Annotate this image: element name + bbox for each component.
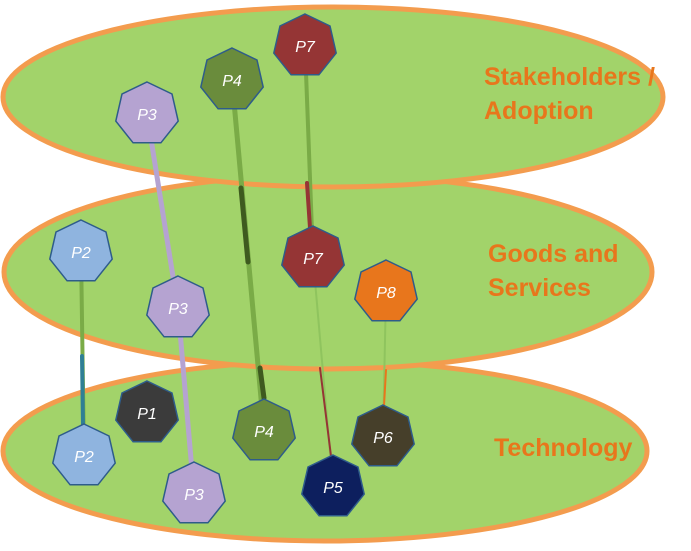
node-label: P2 — [74, 449, 94, 466]
node-p3-middle: P3 — [145, 275, 211, 338]
node-label: P7 — [295, 39, 316, 56]
layer-label-goods-services-line2: Services — [488, 274, 591, 302]
node-p8-middle: P8 — [353, 259, 419, 322]
node-p7-top: P7 — [272, 13, 338, 76]
node-p5-bottom: P5 — [300, 454, 366, 517]
node-label: P2 — [71, 245, 91, 262]
node-shape — [272, 13, 338, 76]
node-p4-bottom: P4 — [231, 398, 297, 461]
layer-label-stakeholders: Stakeholders / Adoption — [484, 60, 655, 128]
node-p4-top: P4 — [199, 47, 265, 110]
node-shape — [114, 380, 180, 443]
node-label: P3 — [168, 301, 188, 318]
node-label: P5 — [323, 480, 343, 497]
node-shape — [300, 454, 366, 517]
link-p8-bottom-overlap-accent — [383, 369, 387, 407]
node-shape — [48, 219, 114, 282]
layer-ellipse-stakeholders — [0, 4, 666, 190]
node-p1-bottom: P1 — [114, 380, 180, 443]
node-shape — [161, 461, 227, 524]
layer-label-goods-services-line1: Goods and — [488, 240, 619, 268]
node-label: P3 — [137, 107, 157, 124]
layer-label-technology-line1: Technology — [494, 434, 633, 462]
link-p7-bottom-overlap-accent — [319, 367, 332, 457]
node-shape — [114, 81, 180, 144]
node-label: P3 — [184, 487, 204, 504]
node-p2-bottom: P2 — [51, 423, 117, 486]
layer-label-goods-services: Goods and Services — [488, 237, 619, 305]
node-label: P4 — [222, 73, 242, 90]
node-shape — [353, 259, 419, 322]
node-shape — [350, 404, 416, 467]
layer-label-stakeholders-line2: Adoption — [484, 97, 594, 125]
node-shape — [280, 225, 346, 288]
node-shape — [51, 423, 117, 486]
link-p4-top-overlap-accent — [238, 185, 251, 265]
node-shape — [199, 47, 265, 110]
node-p6-bottom: P6 — [350, 404, 416, 467]
link-p2-bottom-overlap-accent — [80, 354, 85, 427]
node-p7-middle: P7 — [280, 225, 346, 288]
node-label: P8 — [376, 285, 396, 302]
link-p3-top-middle — [144, 111, 181, 311]
node-label: P6 — [373, 430, 393, 447]
link-p7-top-middle — [303, 44, 315, 260]
node-p3-bottom: P3 — [161, 461, 227, 524]
node-p3-top: P3 — [114, 81, 180, 144]
link-p7-top-overlap-accent — [305, 181, 312, 230]
node-label: P7 — [303, 251, 324, 268]
layer-label-technology: Technology — [494, 431, 632, 465]
link-p4-bottom-overlap-accent — [257, 365, 267, 401]
node-label: P1 — [137, 406, 157, 423]
layer-label-stakeholders-line1: Stakeholders / — [484, 63, 655, 91]
node-shape — [231, 398, 297, 461]
node-label: P4 — [254, 424, 274, 441]
node-shape — [145, 275, 211, 338]
node-p2-middle: P2 — [48, 219, 114, 282]
